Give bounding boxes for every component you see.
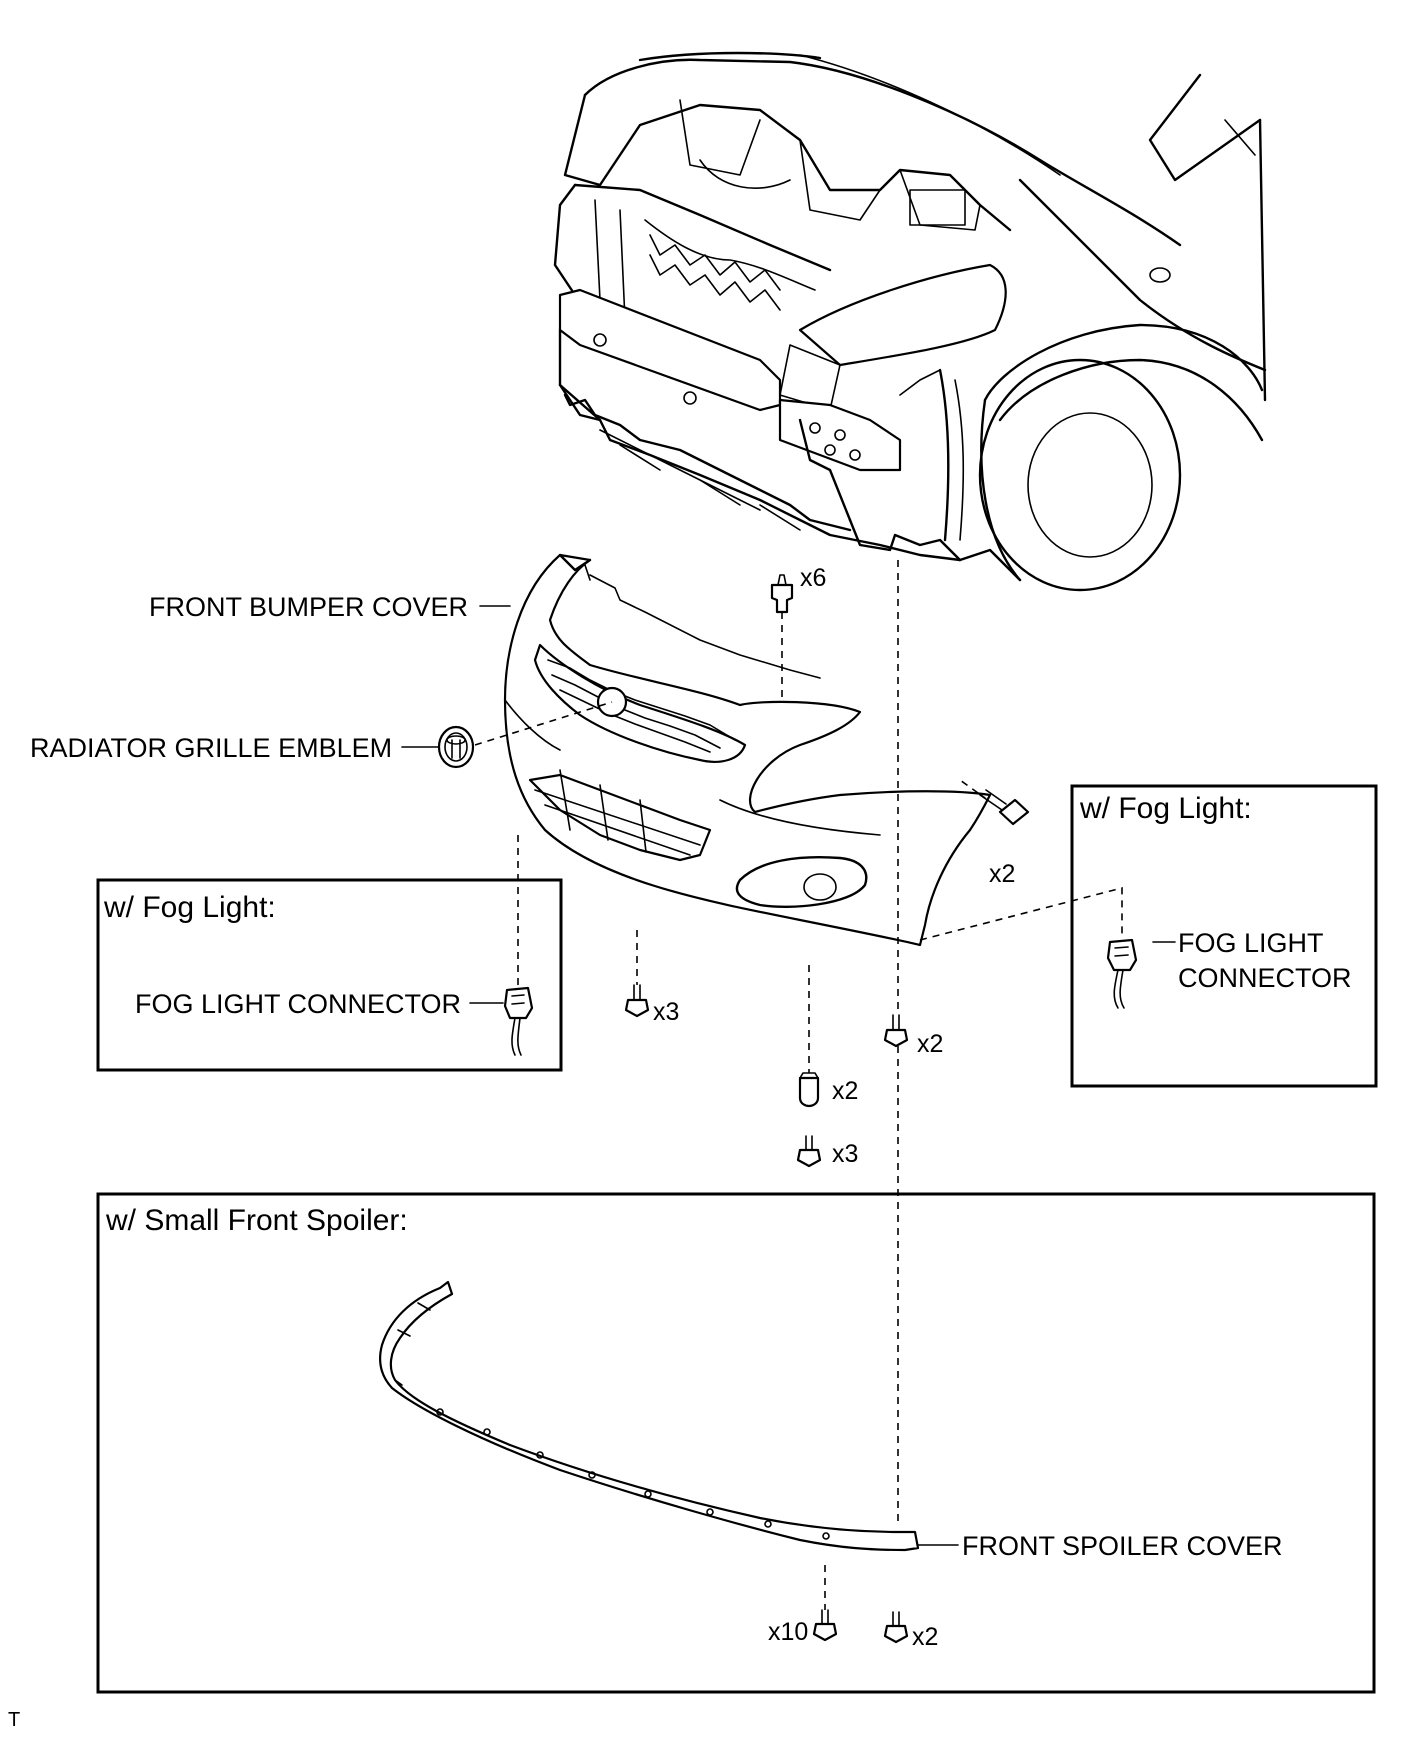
vehicle-front-illustration [553, 51, 1267, 592]
fog-light-connector-left-icon [503, 986, 534, 1056]
assembly-guide-lines [474, 560, 1123, 1610]
screw-side-icon [977, 789, 1030, 826]
qty-clip-center: x2 [832, 1077, 858, 1105]
label-fog-light-connector-right-line1: FOG LIGHT [1178, 928, 1324, 958]
qty-clip-top: x6 [800, 564, 826, 592]
leader-lines [401, 605, 1176, 1546]
qty-spoiler-screws-right: x2 [912, 1623, 938, 1651]
label-front-spoiler-cover: FRONT SPOILER COVER [962, 1531, 1283, 1561]
small-front-spoiler-box [96, 1192, 1376, 1694]
qty-screw-center: x3 [832, 1140, 858, 1168]
fog-light-right-box-title: w/ Fog Light: [1079, 792, 1252, 825]
screw-lower-right-icon [883, 1014, 909, 1048]
screw-lower-left-icon [624, 984, 650, 1018]
clip-top-icon [770, 574, 794, 614]
fog-light-connector-right-icon [1106, 938, 1138, 1009]
front-bumper-cover-illustration [503, 553, 992, 947]
corner-mark: T [8, 1709, 20, 1731]
screw-spoiler-right-icon [883, 1611, 909, 1644]
label-radiator-grille-emblem: RADIATOR GRILLE EMBLEM [30, 733, 392, 763]
fog-light-right-box [1070, 784, 1378, 1088]
front-spoiler-cover-illustration [379, 1280, 920, 1552]
screw-spoiler-icon [812, 1609, 838, 1642]
qty-screw-lower-left: x3 [653, 998, 679, 1026]
fog-light-left-box-title: w/ Fog Light: [103, 891, 276, 924]
qty-spoiler-screws: x10 [768, 1618, 808, 1646]
fog-light-left-box [96, 878, 563, 1072]
clip-center-icon [798, 1072, 820, 1108]
label-fog-light-connector-left: FOG LIGHT CONNECTOR [135, 989, 461, 1019]
screw-center-icon [796, 1135, 822, 1168]
qty-screw-side: x2 [989, 860, 1015, 888]
small-front-spoiler-box-title: w/ Small Front Spoiler: [105, 1204, 408, 1237]
radiator-grille-emblem-part [437, 725, 475, 769]
label-front-bumper-cover: FRONT BUMPER COVER [149, 592, 468, 622]
qty-screw-lower-right: x2 [917, 1030, 943, 1058]
label-fog-light-connector-right-line2: CONNECTOR [1178, 963, 1352, 993]
